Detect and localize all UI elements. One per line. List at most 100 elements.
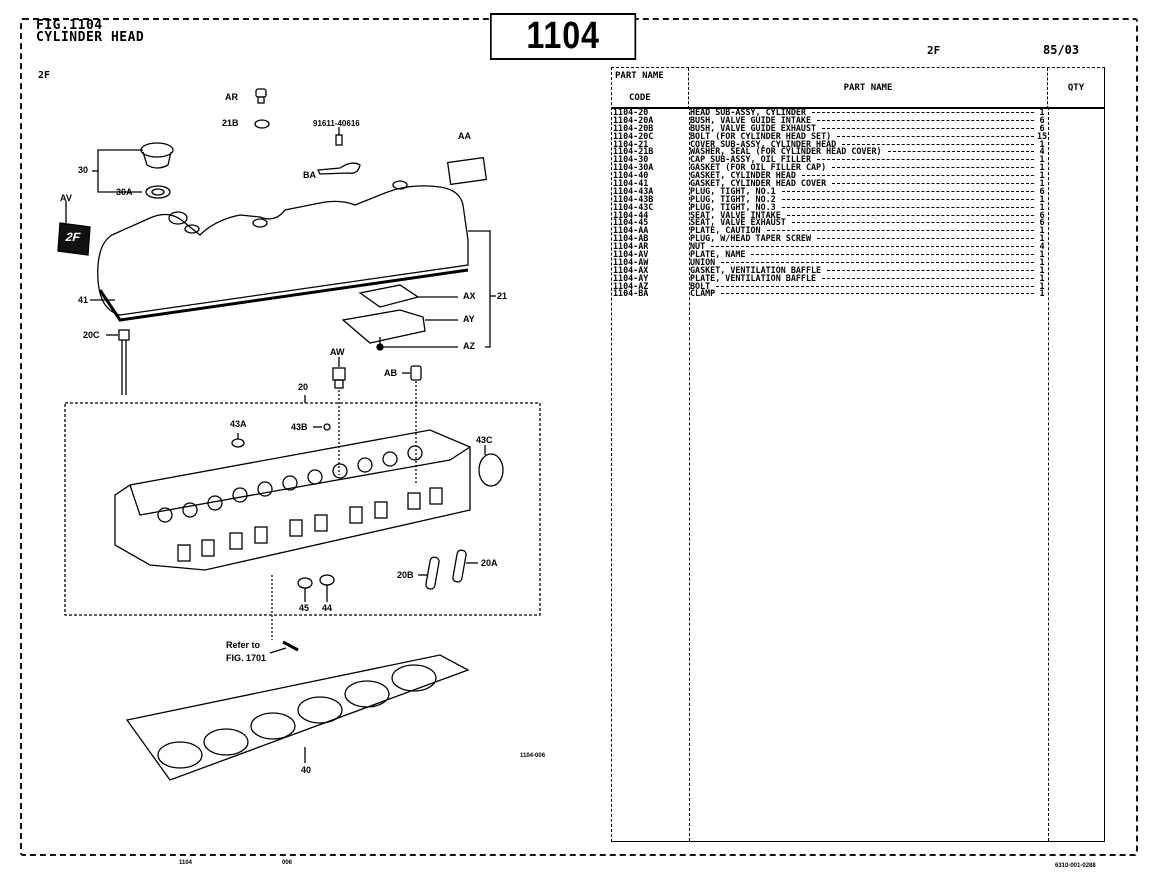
engine-model-label: 2F bbox=[38, 70, 51, 81]
callout-20B: 20B bbox=[397, 570, 414, 580]
taper-plug-AB bbox=[410, 365, 422, 381]
engine-model-header: 2F bbox=[927, 44, 941, 57]
callout-41: 41 bbox=[78, 295, 89, 305]
part-code: 1104-40 bbox=[613, 170, 649, 181]
leader-line bbox=[837, 135, 1034, 138]
baffle-gasket-AX bbox=[358, 284, 420, 308]
header-qty: QTY bbox=[1048, 68, 1104, 109]
part-code: 1104-21 bbox=[613, 138, 649, 149]
part-qty: 1 bbox=[1039, 162, 1045, 173]
part-qty: 4 bbox=[1039, 241, 1045, 252]
callout-AX: AX bbox=[463, 291, 476, 301]
head-gasket-40 bbox=[125, 654, 470, 781]
footer-drawing-code: 006 bbox=[282, 860, 293, 866]
leader-line bbox=[782, 206, 1034, 209]
callout-43C: 43C bbox=[476, 435, 493, 445]
refer-to-fig: FIG. 1701 bbox=[226, 653, 267, 663]
gasket-bores bbox=[157, 664, 437, 769]
valve-guide-20B bbox=[425, 556, 440, 590]
part-qty: 15 bbox=[1036, 130, 1048, 141]
leader-line bbox=[711, 246, 1034, 248]
leader-line bbox=[822, 127, 1034, 130]
dowel-pin bbox=[282, 640, 299, 652]
leader-line bbox=[827, 269, 1034, 272]
header-part-name: PART NAME bbox=[689, 68, 1048, 109]
part-code: 1104-AY bbox=[613, 272, 649, 283]
part-name: SEAT, VALVE EXHAUST bbox=[690, 217, 786, 228]
callout-44: 44 bbox=[322, 603, 333, 613]
oil-filler-cap-30 bbox=[140, 142, 174, 169]
part-name: GASKET, CYLINDER HEAD bbox=[690, 170, 796, 181]
valve-guide-20A bbox=[452, 549, 467, 583]
column-divider bbox=[1048, 107, 1049, 841]
part-qty: 1 bbox=[1039, 272, 1045, 283]
header-code-line1: PART NAME bbox=[615, 71, 664, 81]
leader-line bbox=[802, 175, 1034, 177]
exploded-diagram: AR 21B 91611-40616 AA BA 30 30A AV 2F 41… bbox=[30, 75, 590, 795]
leader-line bbox=[817, 159, 1034, 161]
bolt-91611-40616 bbox=[335, 127, 343, 146]
part-name: SEAT, VALVE INTAKE bbox=[690, 209, 781, 220]
part-qty: 6 bbox=[1039, 114, 1045, 125]
part-name: BUSH, VALVE GUIDE INTAKE bbox=[690, 114, 812, 125]
part-code: 1104-43B bbox=[613, 193, 654, 204]
baffle-plate-AY bbox=[341, 309, 426, 344]
part-qty: 6 bbox=[1039, 209, 1045, 220]
figure-number-box: 1104 bbox=[490, 13, 637, 60]
union-AW bbox=[332, 367, 346, 389]
part-name: PLUG, TIGHT, NO.1 bbox=[690, 185, 776, 196]
part-qty: 1 bbox=[1039, 178, 1045, 189]
leader-line bbox=[721, 261, 1034, 264]
part-qty: 6 bbox=[1039, 122, 1045, 133]
leader-line bbox=[721, 293, 1034, 295]
head-assembly-boundary bbox=[64, 402, 541, 616]
cylinder-head-20 bbox=[114, 429, 471, 571]
callout-91611-40616: 91611-40616 bbox=[313, 119, 360, 128]
valve-seat-44 bbox=[319, 574, 335, 602]
part-qty: 1 bbox=[1039, 154, 1045, 165]
part-name: WASHER, SEAL (FOR CYLINDER HEAD COVER) bbox=[690, 146, 882, 157]
part-name: GASKET, CYLINDER HEAD COVER bbox=[690, 178, 827, 189]
leader-line bbox=[782, 190, 1034, 193]
part-qty: 1 bbox=[1039, 280, 1045, 291]
part-code: 1104-30A bbox=[613, 162, 654, 173]
clamp-BA bbox=[316, 162, 361, 175]
callout-21: 21 bbox=[497, 291, 508, 301]
callout-21B: 21B bbox=[222, 118, 239, 128]
leader-line bbox=[832, 183, 1034, 185]
drawing-id: 1104-006 bbox=[520, 753, 546, 759]
callout-40: 40 bbox=[301, 765, 312, 775]
part-qty: 1 bbox=[1039, 170, 1045, 181]
part-code: 1104-AZ bbox=[613, 280, 649, 291]
header-part-code: PART NAME CODE bbox=[612, 68, 689, 109]
plug-43B bbox=[323, 423, 331, 431]
table-row: 1104-40 GASKET, CYLINDER HEAD 1 bbox=[612, 171, 1104, 179]
part-name: PLUG, TIGHT, NO.3 bbox=[690, 201, 776, 212]
part-qty: 1 bbox=[1039, 225, 1045, 236]
revision-date: 85/03 bbox=[1043, 43, 1080, 57]
seal-washer-21B bbox=[254, 119, 270, 129]
valve-seat-45 bbox=[297, 577, 313, 602]
callout-20C: 20C bbox=[83, 330, 100, 340]
part-qty: 1 bbox=[1039, 107, 1045, 117]
leader-line bbox=[812, 112, 1034, 114]
header-code-line2: CODE bbox=[629, 93, 651, 103]
callout-AA: AA bbox=[458, 131, 471, 141]
part-name: NUT bbox=[690, 241, 706, 252]
part-name: PLATE, CAUTION bbox=[690, 225, 761, 236]
refer-to-label: Refer to bbox=[226, 640, 261, 650]
leader-line bbox=[832, 167, 1034, 169]
bolt-AZ bbox=[376, 337, 384, 351]
